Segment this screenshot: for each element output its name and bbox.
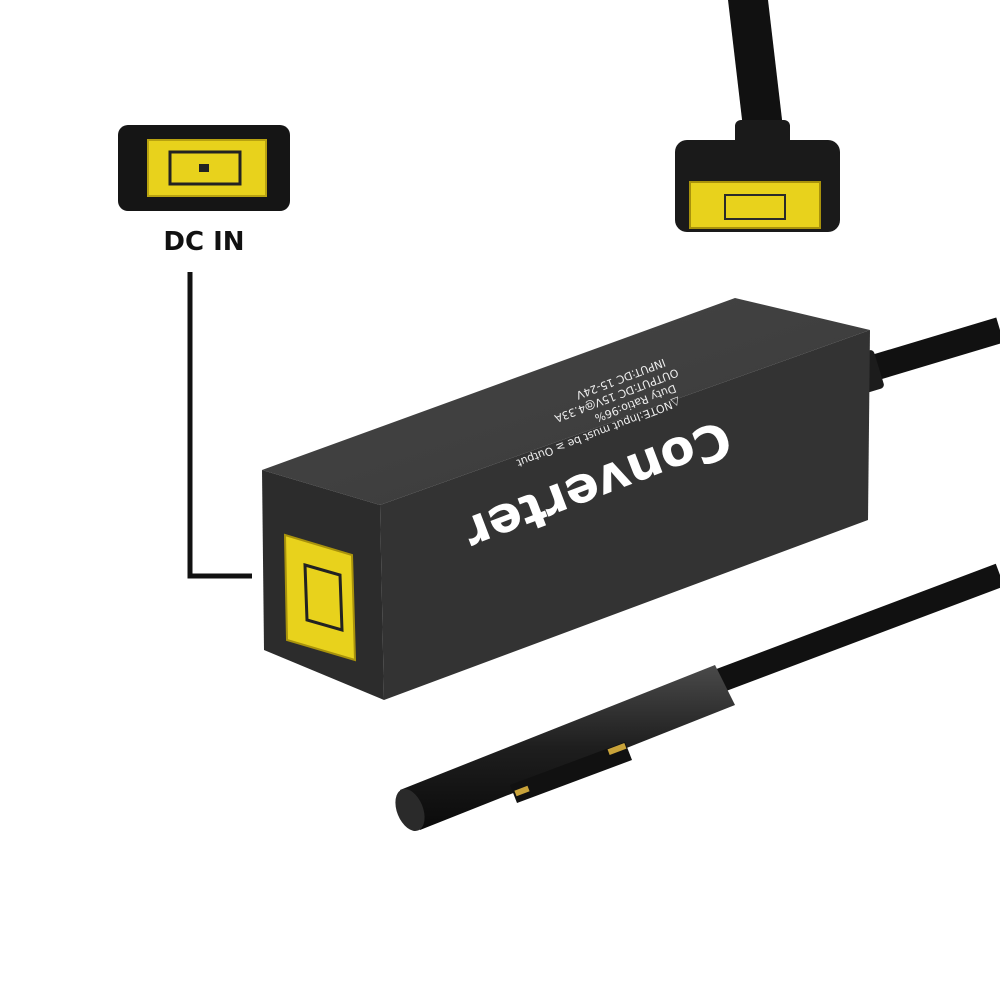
dc-in-connector <box>118 125 290 211</box>
converter-box <box>262 298 870 700</box>
output-cable <box>695 563 1000 700</box>
output-plug-end <box>675 0 840 232</box>
callout-line <box>187 272 252 579</box>
input-cable <box>856 317 1000 385</box>
surface-connector <box>395 665 735 831</box>
dc-in-label: DC IN <box>163 227 244 257</box>
